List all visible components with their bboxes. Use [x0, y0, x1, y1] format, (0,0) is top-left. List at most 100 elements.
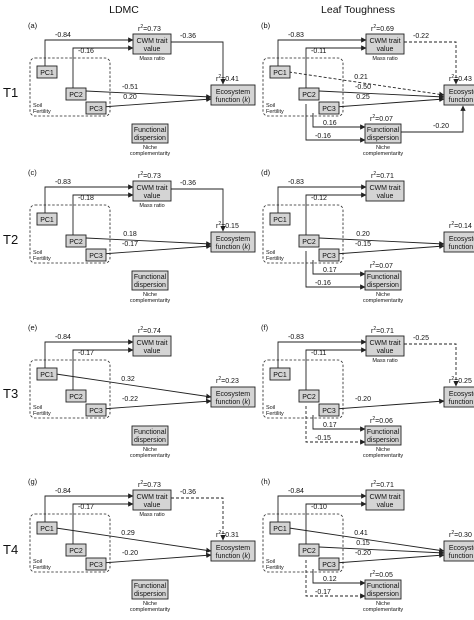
row-label-t2: T2: [3, 232, 18, 247]
ecosystem-function-label: Ecosystem: [449, 545, 474, 552]
cwm-trait-label: CWM trait: [136, 494, 167, 501]
path-pc1-to-cwm: [277, 37, 367, 74]
mass-ratio-note: Mass ratio: [139, 203, 164, 209]
path-pc3-to-eco: [101, 398, 212, 410]
niche-complementarity-note: complementarity: [363, 298, 404, 304]
path-coefficient: -0.17: [78, 350, 94, 357]
path-pc2-to-eco: [85, 90, 212, 100]
column-title-ldmc: LDMC: [109, 4, 139, 16]
niche-complementarity-note: Niche: [143, 145, 157, 151]
functional-dispersion-node: [131, 270, 169, 291]
path-pc2-to-eco: [318, 237, 445, 247]
ecosystem-function-r-squared: r2=0.41: [216, 74, 239, 83]
path-coefficient: -0.20: [433, 123, 449, 130]
pc1-node: [269, 65, 291, 79]
functional-dispersion-r-squared: r2=0.07: [370, 114, 393, 123]
niche-complementarity-note: Niche: [143, 447, 157, 453]
path-coefficient: 0.20: [123, 94, 137, 101]
path-coefficient: -0.36: [180, 180, 196, 187]
soil-fertility-label: Fertility: [266, 411, 284, 417]
cwm-trait-label: CWM trait: [136, 340, 167, 347]
soil-fertility-group: [262, 359, 344, 419]
panel-label: (d): [261, 168, 271, 177]
pc2-label: PC2: [302, 92, 316, 99]
cwm-r-squared: r2=0.73: [138, 171, 161, 180]
pc3-label: PC3: [322, 408, 336, 415]
panel-label: (e): [28, 323, 38, 332]
path-pc3-to-eco: [334, 398, 445, 410]
panels-layer: (a)SoilFertility-0.84-0.16-0.36-0.510.20…: [28, 21, 474, 613]
cwm-r-squared: r2=0.71: [371, 480, 394, 489]
pc2-label: PC2: [302, 239, 316, 246]
path-coefficient: 0.41: [354, 530, 368, 537]
path-coefficient: -0.17: [122, 241, 138, 248]
path-pc2-to-eco: [318, 90, 445, 100]
path-pc1-to-cwm: [277, 184, 367, 221]
column-title-leaf-toughness: Leaf Toughness: [321, 4, 395, 16]
ecosystem-function-label: Ecosystem: [216, 545, 250, 552]
path-coefficient: -0.25: [413, 335, 429, 342]
cwm-trait-label: value: [144, 502, 161, 509]
path-coefficient: -0.36: [180, 33, 196, 40]
path-coefficient: 0.15: [356, 540, 370, 547]
panel-d: (d)SoilFertility-0.83-0.120.20-0.15-0.16…: [261, 168, 474, 304]
path-coefficient: -0.16: [315, 133, 331, 140]
niche-complementarity-note: complementarity: [363, 151, 404, 157]
pc3-node: [85, 557, 107, 571]
path-cwm-to-eco: [171, 497, 226, 541]
ecosystem-function-r-squared: r2=0.43: [449, 74, 472, 83]
cwm-r-squared: r2=0.71: [371, 326, 394, 335]
panel-f: (f)SoilFertility-0.83-0.11-0.25-0.200.17…: [261, 323, 474, 459]
pc3-node: [318, 403, 340, 417]
niche-complementarity-note: Niche: [376, 601, 390, 607]
cwm-trait-label: value: [377, 46, 394, 53]
panel-e: (e)SoilFertility-0.84-0.170.32-0.22PC1PC…: [28, 323, 256, 459]
cwm-trait-label: CWM trait: [136, 38, 167, 45]
functional-dispersion-label: dispersion: [367, 437, 399, 444]
cwm-trait-label: value: [377, 502, 394, 509]
panel-b: (b)SoilFertility-0.83-0.11-0.220.21-0.50…: [261, 21, 474, 157]
cwm-trait-node: [365, 335, 405, 357]
path-pc2-to-eco: [318, 546, 445, 556]
path-cwm-to-eco: [404, 343, 459, 387]
functional-dispersion-label: dispersion: [367, 591, 399, 598]
cwm-trait-node: [132, 335, 172, 357]
path-coefficient: -0.84: [55, 488, 71, 495]
path-pc1-to-eco: [288, 71, 445, 97]
pc1-label: PC1: [273, 217, 287, 224]
path-coefficient: -0.83: [288, 32, 304, 39]
soil-fertility-group: [262, 57, 344, 117]
functional-dispersion-label: dispersion: [134, 282, 166, 289]
path-coefficient: 0.29: [121, 530, 135, 537]
functional-dispersion-node: [364, 425, 402, 446]
soil-fertility-label: Soil: [266, 405, 275, 411]
path-coefficient: -0.17: [78, 504, 94, 511]
panel-label: (b): [261, 21, 271, 30]
path-pc1-to-cwm: [44, 37, 134, 74]
soil-fertility-label: Fertility: [33, 411, 51, 417]
path-coefficient: -0.12: [311, 195, 327, 202]
panel-a: (a)SoilFertility-0.84-0.16-0.36-0.510.20…: [28, 21, 256, 157]
pc3-label: PC3: [89, 253, 103, 260]
ecosystem-function-label: function (k): [449, 553, 474, 560]
pc1-label: PC1: [40, 526, 54, 533]
path-pc1-to-eco: [55, 527, 212, 553]
path-pc3-to-fd: [312, 415, 366, 432]
soil-fertility-label: Soil: [33, 559, 42, 565]
mass-ratio-note: Mass ratio: [139, 512, 164, 518]
pc1-node: [36, 65, 58, 79]
path-coefficient: -0.51: [122, 84, 138, 91]
pc1-label: PC1: [40, 70, 54, 77]
pc3-node: [318, 248, 340, 262]
ecosystem-function-label: Ecosystem: [216, 236, 250, 243]
pc2-label: PC2: [302, 394, 316, 401]
pc3-label: PC3: [89, 408, 103, 415]
path-pc2-to-cwm: [305, 192, 367, 243]
path-coefficient: -0.16: [78, 48, 94, 55]
pc3-label: PC3: [322, 253, 336, 260]
ecosystem-function-node: [443, 84, 474, 106]
path-coefficient: 0.16: [323, 120, 337, 127]
path-pc1-to-eco: [288, 527, 445, 553]
row-label-t4: T4: [3, 542, 18, 557]
